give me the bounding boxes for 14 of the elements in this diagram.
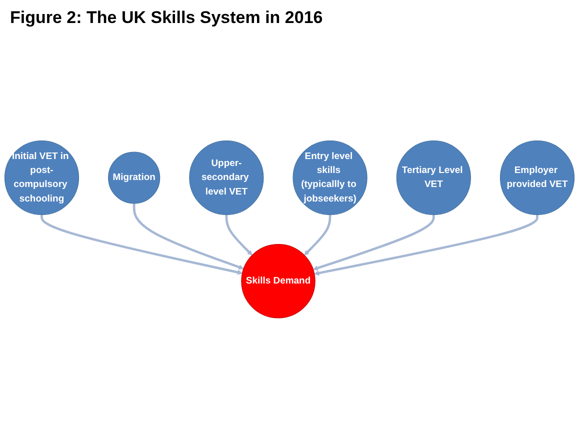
node-circle: Initial VET in post-compulsory schooling [4, 140, 80, 216]
arrow [40, 214, 243, 275]
node-circle: Tertiary Level VET [396, 140, 471, 216]
figure-title: Figure 2: The UK Skills System in 2016 [10, 8, 324, 28]
node-circle: Employer provided VET [500, 140, 575, 216]
node-circle: Migration [108, 152, 160, 204]
arrow [304, 214, 332, 256]
node-circle: Upper-secondary level VET [189, 140, 264, 216]
node-circle: Entry level skills (typicallly to jobseekers) [292, 140, 368, 216]
node-circle: Skills Demand [241, 244, 316, 318]
arrow [225, 214, 252, 256]
arrow [132, 204, 244, 270]
arrow [314, 214, 538, 276]
arrow [312, 214, 435, 271]
